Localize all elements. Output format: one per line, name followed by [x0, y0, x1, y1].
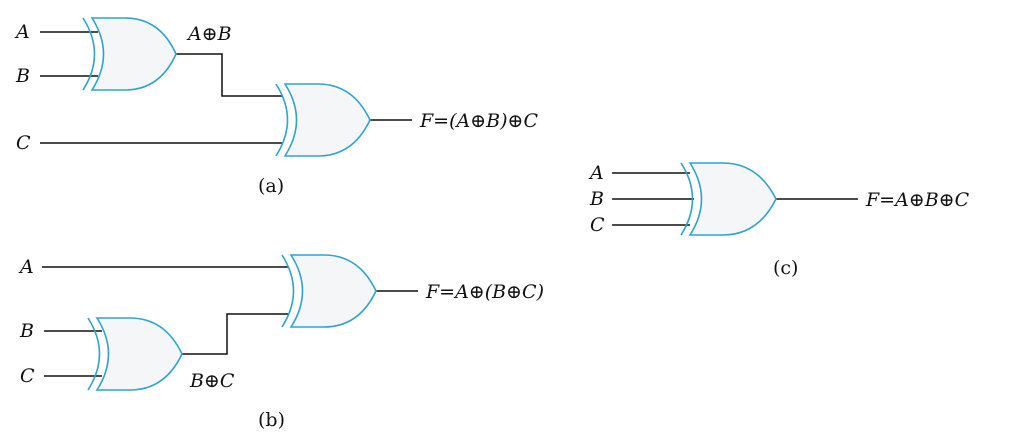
- xor-gate-a2: [275, 83, 371, 157]
- caption-b: (b): [258, 409, 285, 431]
- label-a-input-c: C: [16, 132, 31, 154]
- wire-a-intermediate: [176, 53, 282, 97]
- label-b-input-a: A: [18, 256, 34, 278]
- label-a-input-a: A: [14, 21, 30, 43]
- label-c-input-c: C: [590, 214, 605, 236]
- xor-gate-a1: [82, 17, 177, 91]
- xor-gate-b1: [281, 254, 377, 328]
- label-a-input-b: B: [15, 65, 30, 87]
- label-b-input-b: B: [19, 320, 34, 342]
- caption-c: (c): [773, 257, 798, 279]
- label-a-output: F=(A⊕B)⊕C: [419, 110, 538, 132]
- caption-a: (a): [258, 175, 284, 197]
- label-c-input-a: A: [588, 162, 604, 184]
- label-c-input-b: B: [589, 188, 604, 210]
- xor-gate-c: [680, 162, 777, 236]
- diagram-a: A B C A⊕B F=(A⊕B)⊕C (a): [14, 17, 538, 197]
- label-b-output: F=A⊕(B⊕C): [425, 281, 544, 303]
- wire-b-intermediate: [182, 313, 288, 355]
- diagram-c: A B C F=A⊕B⊕C (c): [588, 162, 970, 279]
- label-b-input-c: C: [20, 365, 35, 387]
- diagram-b: A B C B⊕C F=A⊕(B⊕C) (b): [18, 254, 544, 431]
- label-c-output: F=A⊕B⊕C: [865, 189, 970, 211]
- label-b-intermediate: B⊕C: [189, 370, 235, 392]
- label-a-intermediate: A⊕B: [186, 23, 232, 45]
- xor-gate-b2: [87, 317, 183, 391]
